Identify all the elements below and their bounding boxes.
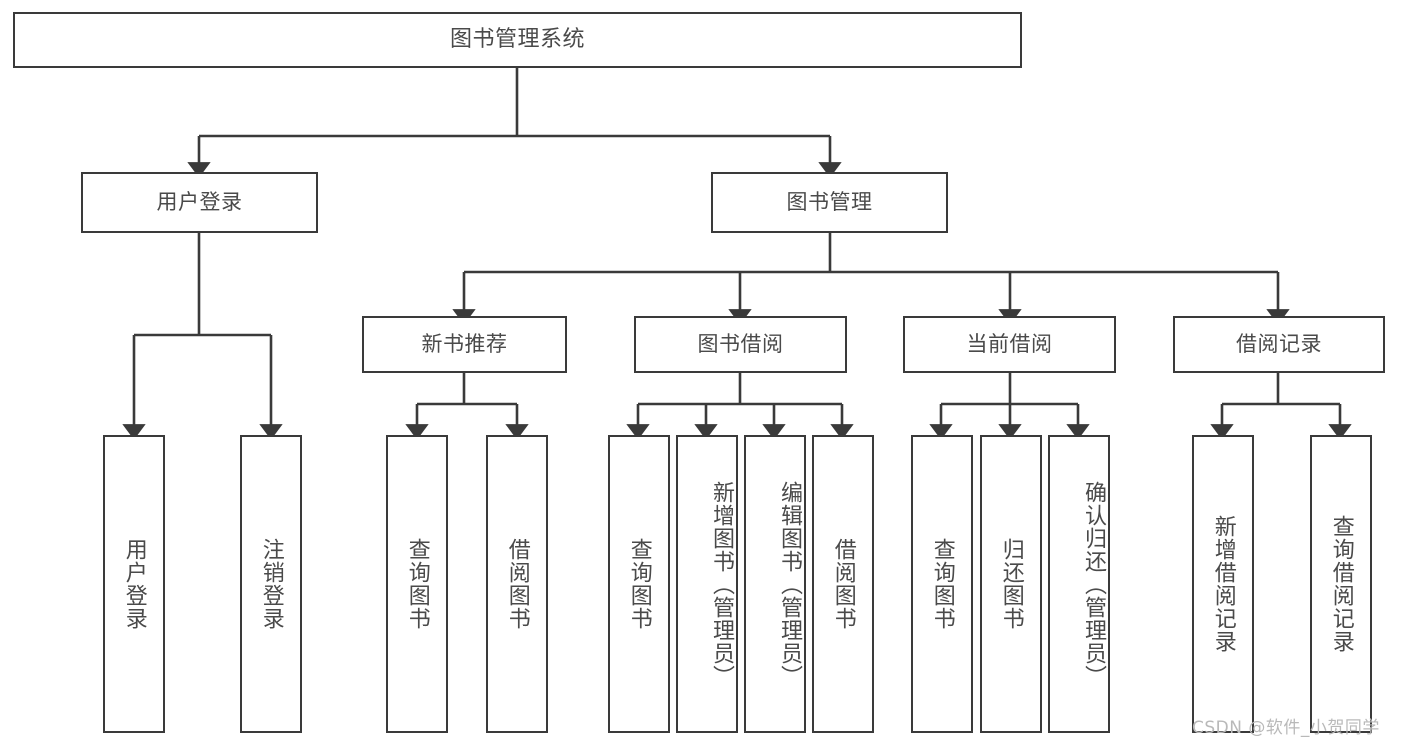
node-label: 注销登录 — [258, 538, 284, 630]
node-label: 借阅图书 — [830, 538, 856, 630]
leaf-user-login[interactable]: 用户登录 — [103, 435, 165, 733]
node-label: 查询图书 — [929, 538, 955, 630]
node-current-borrow[interactable]: 当前借阅 — [903, 316, 1116, 373]
node-label: 新增图书（管理员） — [709, 480, 734, 688]
node-label: 当前借阅 — [966, 331, 1053, 356]
node-label: 查询借阅记录 — [1328, 515, 1354, 653]
leaf-return-book[interactable]: 归还图书 — [980, 435, 1042, 733]
node-label: 图书管理 — [786, 189, 873, 214]
node-root-book-management-system[interactable]: 图书管理系统 — [13, 12, 1022, 68]
node-label: 查询图书 — [404, 538, 430, 630]
node-new-book-recommend[interactable]: 新书推荐 — [362, 316, 567, 373]
node-label: 归还图书 — [998, 538, 1024, 630]
leaf-add-book-admin[interactable]: 新增图书（管理员） — [676, 435, 738, 733]
node-borrow-records[interactable]: 借阅记录 — [1173, 316, 1385, 373]
leaf-logout[interactable]: 注销登录 — [240, 435, 302, 733]
node-label: 图书借阅 — [697, 331, 784, 356]
node-label: 图书管理系统 — [449, 26, 585, 52]
node-label: 编辑图书（管理员） — [777, 480, 802, 688]
node-label: 新书推荐 — [421, 331, 508, 356]
leaf-borrow-book[interactable]: 借阅图书 — [812, 435, 874, 733]
node-label: 确认归还（管理员） — [1081, 480, 1106, 688]
node-label: 新增借阅记录 — [1210, 515, 1236, 653]
node-label: 用户登录 — [156, 189, 243, 214]
leaf-confirm-return-admin[interactable]: 确认归还（管理员） — [1048, 435, 1110, 733]
leaf-current-query-book[interactable]: 查询图书 — [911, 435, 973, 733]
leaf-query-borrow-record[interactable]: 查询借阅记录 — [1310, 435, 1372, 733]
node-book-borrow[interactable]: 图书借阅 — [634, 316, 847, 373]
leaf-edit-book-admin[interactable]: 编辑图书（管理员） — [744, 435, 806, 733]
node-label: 借阅图书 — [504, 538, 530, 630]
leaf-new-book-query[interactable]: 查询图书 — [386, 435, 448, 733]
leaf-borrow-query-book[interactable]: 查询图书 — [608, 435, 670, 733]
csdn-watermark: CSDN @软件_小贺同学 — [1192, 718, 1380, 738]
leaf-add-borrow-record[interactable]: 新增借阅记录 — [1192, 435, 1254, 733]
node-label: 查询图书 — [626, 538, 652, 630]
node-label: 用户登录 — [121, 538, 147, 630]
node-user-login[interactable]: 用户登录 — [81, 172, 318, 233]
node-book-management[interactable]: 图书管理 — [711, 172, 948, 233]
node-label: 借阅记录 — [1236, 331, 1322, 356]
leaf-new-book-borrow[interactable]: 借阅图书 — [486, 435, 548, 733]
